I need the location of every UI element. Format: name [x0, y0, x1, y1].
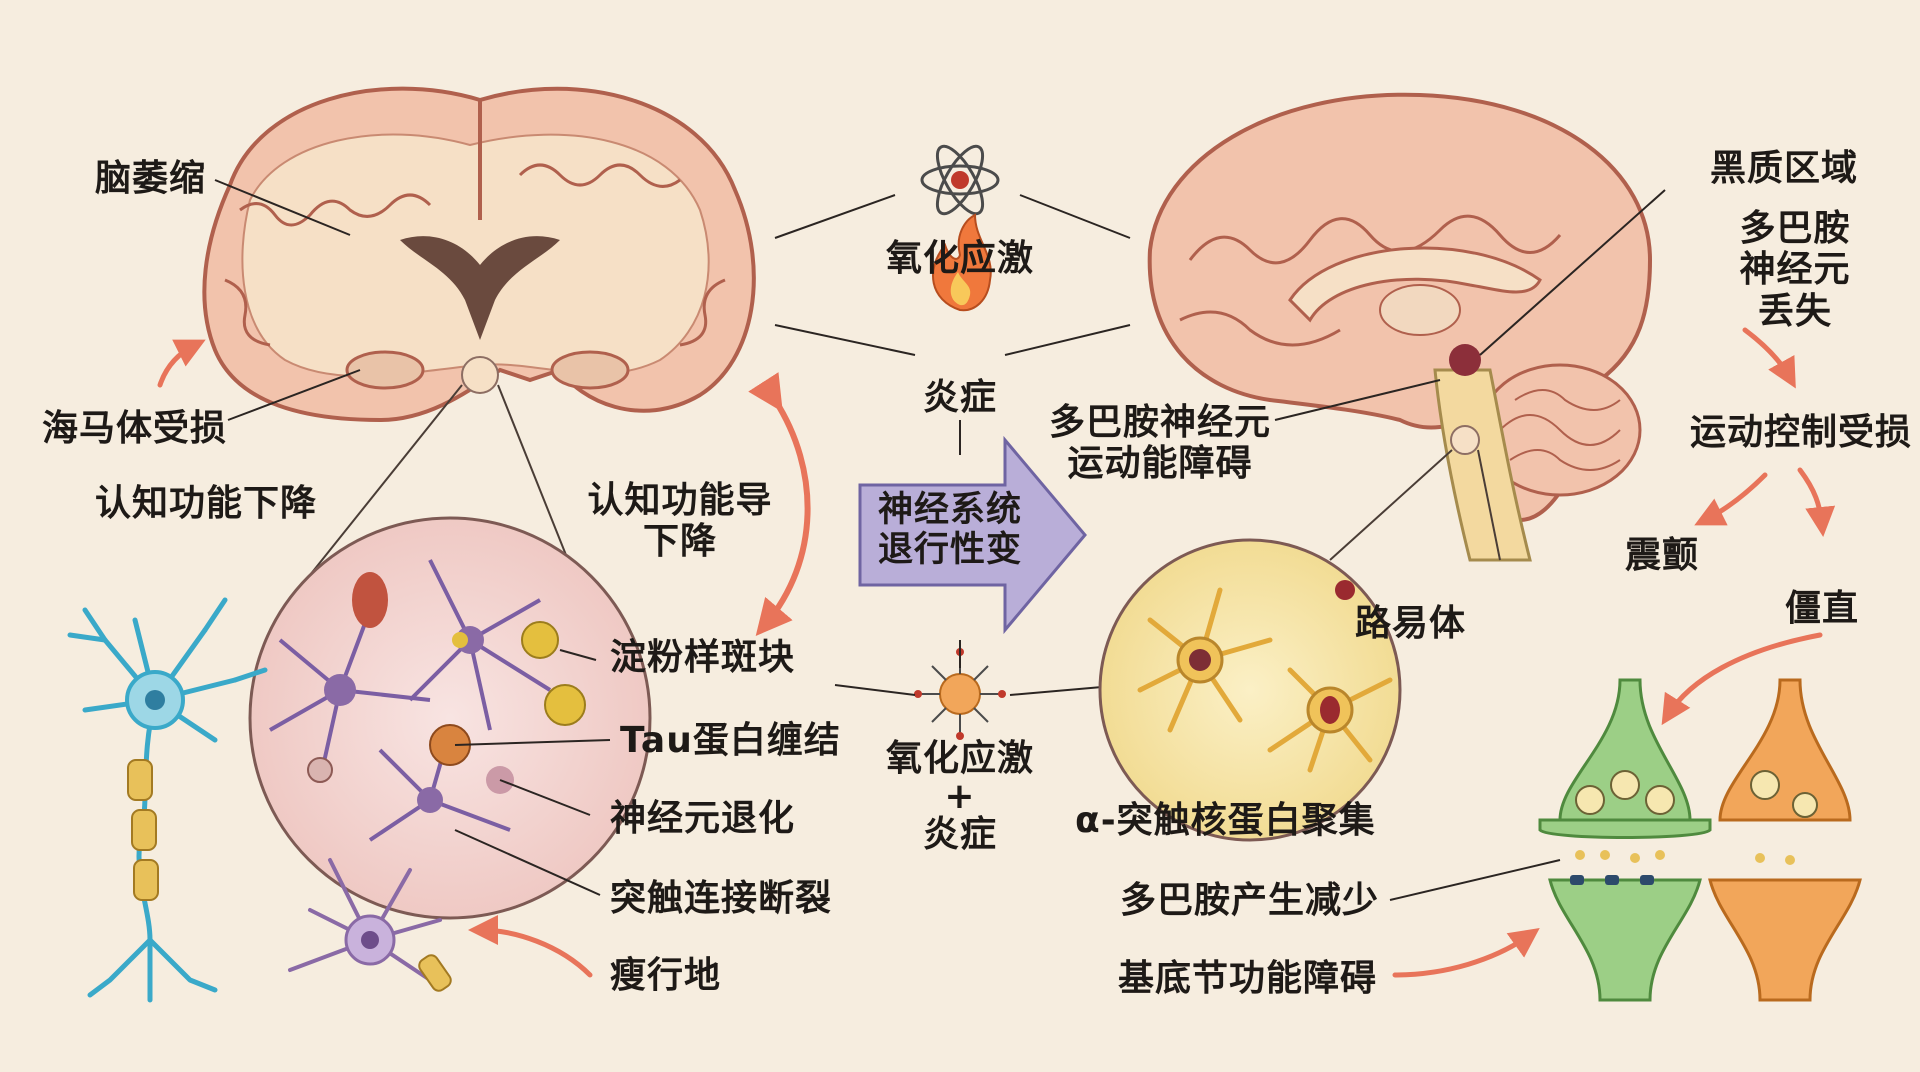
leader-lines	[214, 179, 1666, 901]
orange-synapse	[1708, 678, 1862, 1002]
label-dopamine-neuron-loss: 多巴胺 神经元 丢失	[1739, 208, 1851, 332]
sagittal-brain	[1147, 92, 1653, 562]
label-tau-tangles: Tau蛋白缠结	[620, 720, 841, 761]
label-amyloid-plaques: 淀粉样斑块	[610, 637, 796, 678]
label-inflammation: 炎症	[922, 377, 997, 418]
label-oxidative-stress: 氧化应激	[885, 238, 1034, 279]
label-alpha-synuclein: α-突触核蛋白聚集	[1075, 800, 1376, 841]
label-central-arrow: 神经系统 退行性变	[877, 490, 1022, 571]
label-substantia-nigra: 黑质区域	[1710, 148, 1859, 189]
label-dopamine-reduction: 多巴胺产生减少	[1120, 880, 1380, 921]
atom-icon	[920, 144, 1000, 216]
central-arrow-shape	[858, 435, 1087, 635]
cognition-double-arrow	[748, 372, 811, 636]
plaque-circle	[248, 516, 652, 920]
coronal-brain	[202, 86, 756, 601]
label-hippocampus-damage: 海马体受损	[42, 408, 228, 449]
label-combined-stress: 氧化应激 + 炎症	[885, 738, 1034, 855]
label-shou-xing-di: 瘦行地	[610, 955, 722, 996]
green-synapse	[1538, 678, 1712, 1002]
label-brain-atrophy: 脑萎缩	[95, 158, 207, 199]
degenerating-neuron	[288, 858, 452, 992]
label-synapse-loss: 突触连接断裂	[610, 878, 833, 919]
flame-icon	[932, 213, 992, 312]
label-lewy-body: 路易体	[1355, 603, 1467, 644]
label-cognitive-decline-2: 认知功能导 下降	[587, 480, 773, 563]
label-motor-control-damage: 运动控制受损	[1690, 412, 1913, 453]
lewy-circle	[1098, 538, 1402, 842]
label-dopamine-motor-impairment: 多巴胺神经元 运动能障碍	[1048, 402, 1271, 485]
label-basal-ganglia-dysfunction: 基底节功能障碍	[1118, 958, 1378, 999]
label-rigidity: 僵直	[1785, 588, 1860, 629]
label-neuron-degeneration: 神经元退化	[610, 798, 796, 839]
label-tremor: 震颤	[1625, 535, 1700, 576]
blue-neuron	[67, 597, 268, 1003]
label-cognitive-decline: 认知功能下降	[95, 483, 318, 524]
cytokine-icon	[914, 648, 1006, 740]
callout-arrows	[157, 327, 1836, 978]
